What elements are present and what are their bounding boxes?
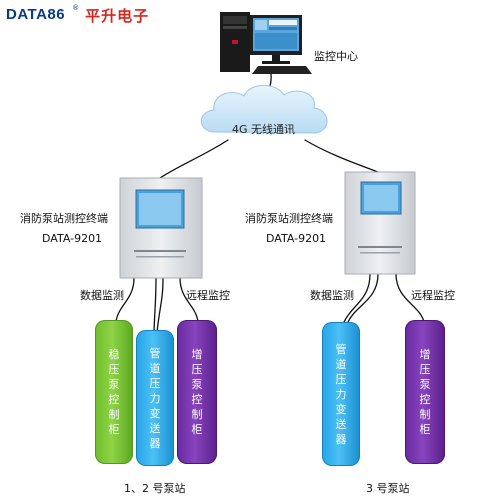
cabinet-label: 增压泵控制柜 xyxy=(419,348,431,436)
cabinet-pressure-transmitter-3: 管道压力变送器 xyxy=(322,322,360,466)
cabinet-booster-pump-1: 增压泵控制柜 xyxy=(177,320,217,464)
cabinet-pressure-transmitter-1: 管道压力变送器 xyxy=(136,330,174,466)
brand-logo: DATA86 ® 平升电子 xyxy=(6,4,150,26)
terminal-2-model: DATA-9201 xyxy=(266,232,327,245)
cable-t2-blue-a xyxy=(343,273,371,323)
cabinet-label: 增压泵控制柜 xyxy=(191,348,203,436)
cabinet-label: 管道压力变送器 xyxy=(335,342,347,446)
monitor-center-label: 监控中心 xyxy=(314,50,358,63)
station-group-1-label: 1、2 号泵站 xyxy=(124,482,186,495)
cable-t1-blue-b xyxy=(156,277,164,333)
brand-latin-text: DATA86 xyxy=(6,6,66,23)
terminal-box-2 xyxy=(344,171,416,275)
cable-cloud-to-terminal-1 xyxy=(159,139,229,179)
cable-t1-blue-a xyxy=(153,277,157,333)
cloud-icon xyxy=(200,84,328,134)
terminal-1-title: 消防泵站测控终端 xyxy=(20,212,108,225)
registered-mark: ® xyxy=(72,4,80,12)
computer-icon xyxy=(220,12,312,74)
network-cables xyxy=(115,73,425,333)
remote-control-label-1: 远程监控 xyxy=(186,289,230,302)
remote-control-label-2: 远程监控 xyxy=(411,289,455,302)
cabinet-label: 管道压力变送器 xyxy=(149,346,161,450)
cabinet-label: 稳压泵控制柜 xyxy=(108,348,120,436)
terminal-box-1 xyxy=(119,177,203,279)
terminal-1-model: DATA-9201 xyxy=(42,232,103,245)
data-monitor-label-1: 数据监测 xyxy=(80,289,124,302)
cable-cloud-to-terminal-2 xyxy=(304,139,379,173)
cable-t1-purple xyxy=(179,277,199,323)
network-label: 4G 无线通讯 xyxy=(232,123,296,136)
cable-t2-purple xyxy=(395,273,425,323)
station-group-2-label: 3 号泵站 xyxy=(366,482,410,495)
cabinet-booster-pump-3: 增压泵控制柜 xyxy=(405,320,445,464)
brand-chinese-text: 平升电子 xyxy=(85,7,150,25)
cable-t2-blue-b xyxy=(347,273,379,323)
cable-t1-green xyxy=(115,277,135,323)
data-monitor-label-2: 数据监测 xyxy=(310,289,354,302)
cabinet-stabilizer-pump-1: 稳压泵控制柜 xyxy=(95,320,133,464)
terminal-2-title: 消防泵站测控终端 xyxy=(245,212,333,225)
